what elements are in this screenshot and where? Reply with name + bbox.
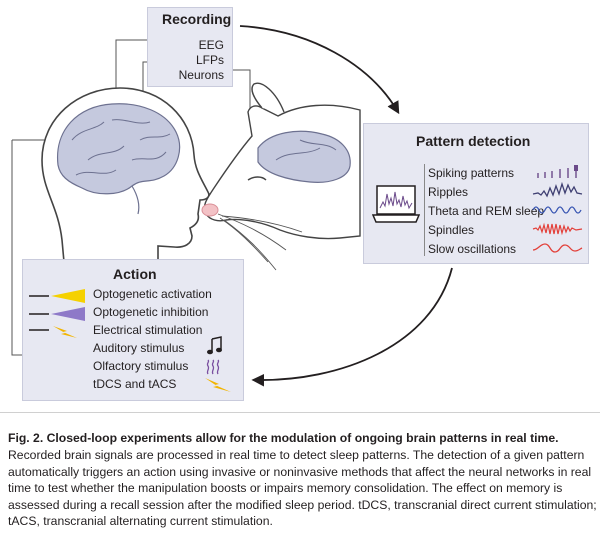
laptop-icon [372,185,420,223]
recording-item-lfps: LFPs [195,53,224,67]
pattern-item-spiking: Spiking patterns [428,166,515,180]
tdcs-lightning-icon [205,378,231,392]
action-item-optogenetic-activation: Optogenetic activation [93,287,212,301]
action-panel: Action Optogenetic activation Optogeneti… [22,259,244,401]
caption-line: Recorded brain signals are processed in … [8,448,585,462]
recording-title: Recording [162,11,232,27]
figure-caption: Fig. 2. Closed-loop experiments allow fo… [0,412,600,541]
action-item-tdcs-tacs: tDCS and tACS [93,377,177,391]
closed-loop-diagram: Recording EEG LFPs Neurons Pattern detec… [11,7,589,401]
action-title: Action [113,266,157,282]
arrow-detection-to-action [251,267,453,387]
pattern-detection-panel: Pattern detection Spiking patterns Rippl… [363,123,589,264]
rat-brain-icon [257,130,351,183]
action-item-electrical-stimulation: Electrical stimulation [93,323,203,337]
pattern-item-ripples: Ripples [428,185,469,199]
recording-item-neurons: Neurons [178,68,224,82]
caption-line: automatically triggers an action using i… [8,464,592,479]
theta-wave-icon [532,206,582,214]
diagram-artwork [11,25,453,395]
caption-line: tACS, transcranial alternating current s… [8,514,273,528]
action-item-olfactory-stimulus: Olfactory stimulus [93,359,189,373]
caption-body: Recorded brain signals are processed in … [8,447,597,530]
slow-oscillations-icon [532,243,583,253]
spindles-icon [532,222,583,236]
rat-head-icon [201,82,361,271]
human-head-icon [41,87,210,263]
pattern-item-theta: Theta and REM sleep [428,204,545,218]
recording-panel: Recording EEG LFPs Neurons [147,7,233,87]
purple-laser-icon [29,307,85,321]
music-note-icon [207,336,222,355]
pattern-item-slow-oscillations: Slow oscillations [428,242,517,256]
caption-line: time to test whether the manipulation bo… [8,481,563,495]
pattern-item-spindles: Spindles [428,223,475,237]
recording-item-eeg: EEG [198,38,224,52]
arrow-recording-to-detection [239,25,400,115]
electrical-lightning-icon [29,326,77,338]
odor-wave-icon [206,359,220,375]
caption-line: assessed during a recall session after t… [8,497,597,512]
human-brain-icon [56,103,181,195]
spiking-pattern-icon [537,165,578,178]
caption-title: Fig. 2. Closed-loop experiments allow fo… [8,431,559,445]
ripples-icon [532,181,583,198]
action-item-auditory-stimulus: Auditory stimulus [93,341,185,355]
yellow-laser-icon [29,289,85,303]
pattern-detection-title: Pattern detection [416,133,531,149]
action-item-optogenetic-inhibition: Optogenetic inhibition [93,305,209,319]
